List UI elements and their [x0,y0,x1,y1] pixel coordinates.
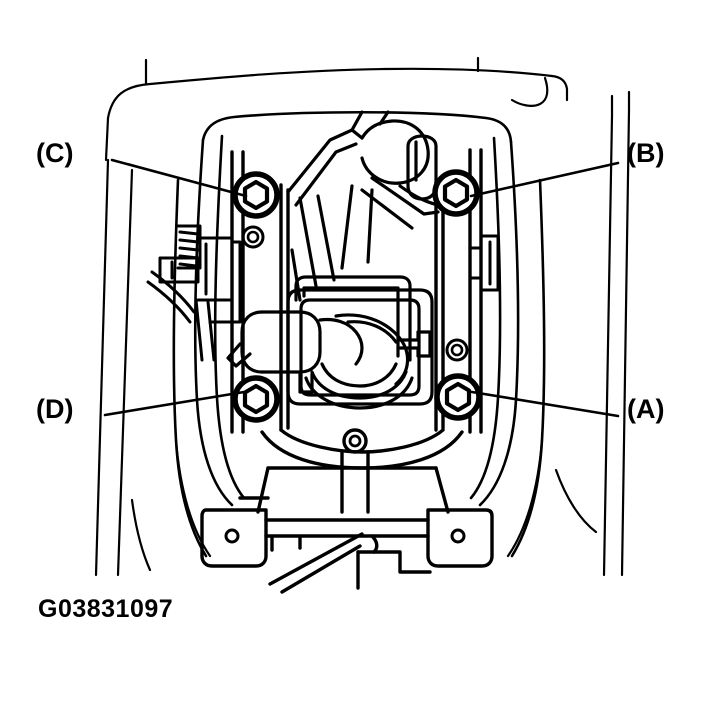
leader-line-a [470,390,620,418]
hex-bolt-lower-right[interactable] [434,373,482,421]
leader-line-c [110,158,248,198]
left-side-component [146,224,242,362]
hex-nut-lower-left[interactable] [232,375,280,423]
center-shaft-assembly [226,275,434,410]
leader-line-b [469,161,620,198]
boss-upper-left [241,225,265,249]
callout-label-d: (D) [36,394,74,424]
callout-label-c: (C) [36,138,74,168]
upper-bracket-linkage [286,110,446,302]
figure-id-caption: G03831097 [38,595,174,623]
lower-crossmember [200,450,494,594]
boss-bottom-center [342,428,368,454]
boss-lower-right [445,338,469,362]
vehicle-body-outlines [94,56,631,577]
hex-bolt-upper-right[interactable] [432,169,480,217]
callout-label-a: (A) [627,394,665,424]
callout-leader-lines [103,158,620,418]
lower-body-outlines [130,438,598,572]
round-bosses [241,225,469,454]
hex-nut-upper-left[interactable] [232,171,280,219]
fasteners [232,169,482,423]
right-side-bracket [468,234,500,292]
callout-label-b: (B) [627,138,665,168]
leader-line-d [103,390,246,417]
